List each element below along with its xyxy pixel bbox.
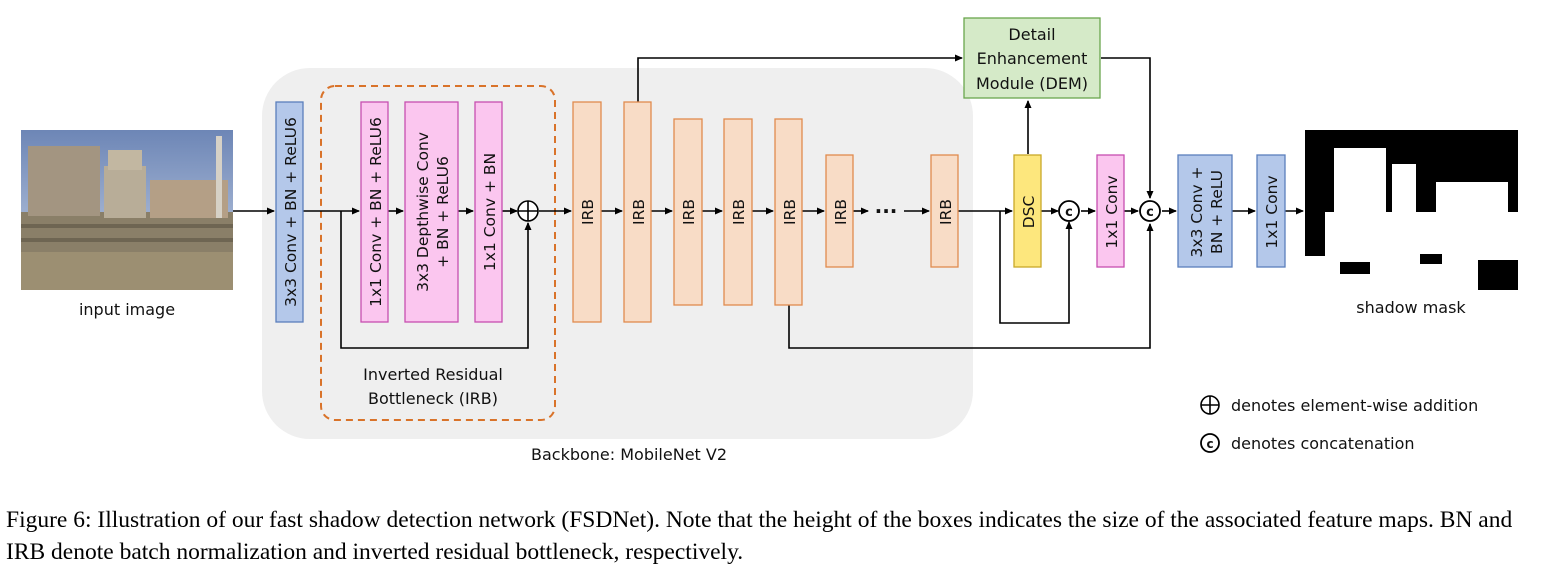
- irb-conv2-label: 1x1 Conv + BN: [481, 153, 499, 271]
- irb-depthwise-box: [404, 101, 459, 323]
- irb-conv1-box: [360, 101, 389, 323]
- figure-caption: Figure 6: Illustration of our fast shado…: [6, 507, 1513, 565]
- concat-operator-1: c: [1058, 200, 1080, 222]
- first-conv-label: 3x3 Conv + BN + ReLU6: [282, 117, 300, 307]
- dsc-label: DSC: [1020, 196, 1038, 229]
- irb-label-5: IRB: [781, 199, 799, 225]
- dem-label-3: Module (DEM): [976, 74, 1088, 93]
- svg-text:c: c: [1146, 205, 1154, 220]
- irb-dashed-group: [320, 85, 556, 421]
- irb-conv1-label: 1x1 Conv + BN + ReLU6: [367, 117, 385, 307]
- final-conv-label-2: BN + ReLU: [1208, 170, 1226, 254]
- irb-box-2: [623, 101, 652, 323]
- input-image: [21, 130, 233, 290]
- dem-label-2: Enhancement: [977, 49, 1088, 68]
- dem-box: [963, 17, 1101, 99]
- irb-depthwise-label-1: 3x3 Depthwise Conv: [414, 132, 432, 292]
- shadow-mask: [1305, 130, 1518, 290]
- irb-caption-line1: Inverted Residual: [363, 365, 503, 384]
- legend: denotes element-wise addition c denotes …: [1200, 395, 1478, 453]
- irb-box-7: [930, 154, 959, 268]
- irb-label-2: IRB: [630, 199, 648, 225]
- conv1x1-a-label: 1x1 Conv: [1103, 175, 1121, 248]
- legend-add-text: denotes element-wise addition: [1231, 396, 1478, 415]
- irb-box-3: [673, 118, 703, 306]
- irb-caption-line2: Bottleneck (IRB): [368, 389, 498, 408]
- add-operator: [517, 200, 539, 222]
- irb-label-7: IRB: [937, 199, 955, 225]
- irb-box-1: [572, 101, 602, 323]
- irb-label-3: IRB: [680, 199, 698, 225]
- svg-text:c: c: [1065, 205, 1073, 220]
- final-conv-box: [1177, 154, 1233, 268]
- legend-add-icon: [1200, 395, 1220, 415]
- concat-operator-2: c: [1139, 200, 1161, 222]
- legend-concat-icon: c: [1200, 433, 1220, 453]
- irb-label-6: IRB: [832, 199, 850, 225]
- legend-concat-text: denotes concatenation: [1231, 434, 1415, 453]
- conv1x1-b-label: 1x1 Conv: [1263, 175, 1281, 248]
- irb-conv2-box: [474, 101, 503, 323]
- input-image-label: input image: [79, 300, 175, 319]
- backbone-label: Backbone: MobileNet V2: [531, 445, 727, 464]
- fsdnet-diagram: c c 3x3 Conv + BN + ReLU6 1x1 Conv + BN …: [21, 17, 1518, 464]
- conv1x1-b-box: [1256, 154, 1286, 268]
- irb-label-4: IRB: [730, 199, 748, 225]
- first-conv-box: [275, 101, 304, 323]
- irb-box-4: [723, 118, 753, 306]
- irb-label-1: IRB: [579, 199, 597, 225]
- connections: [233, 54, 1304, 349]
- final-conv-label-1: 3x3 Conv +: [1188, 166, 1206, 257]
- dem-label-1: Detail: [1008, 25, 1055, 44]
- irb-depthwise-label-2: + BN + ReLU6: [434, 156, 452, 268]
- svg-text:c: c: [1206, 437, 1213, 451]
- conv1x1-a-box: [1096, 154, 1125, 268]
- ellipsis: ···: [875, 199, 898, 223]
- irb-box-6: [825, 154, 854, 268]
- shadow-mask-label: shadow mask: [1356, 298, 1466, 317]
- irb-box-5: [774, 118, 803, 306]
- dsc-box: [1013, 154, 1042, 268]
